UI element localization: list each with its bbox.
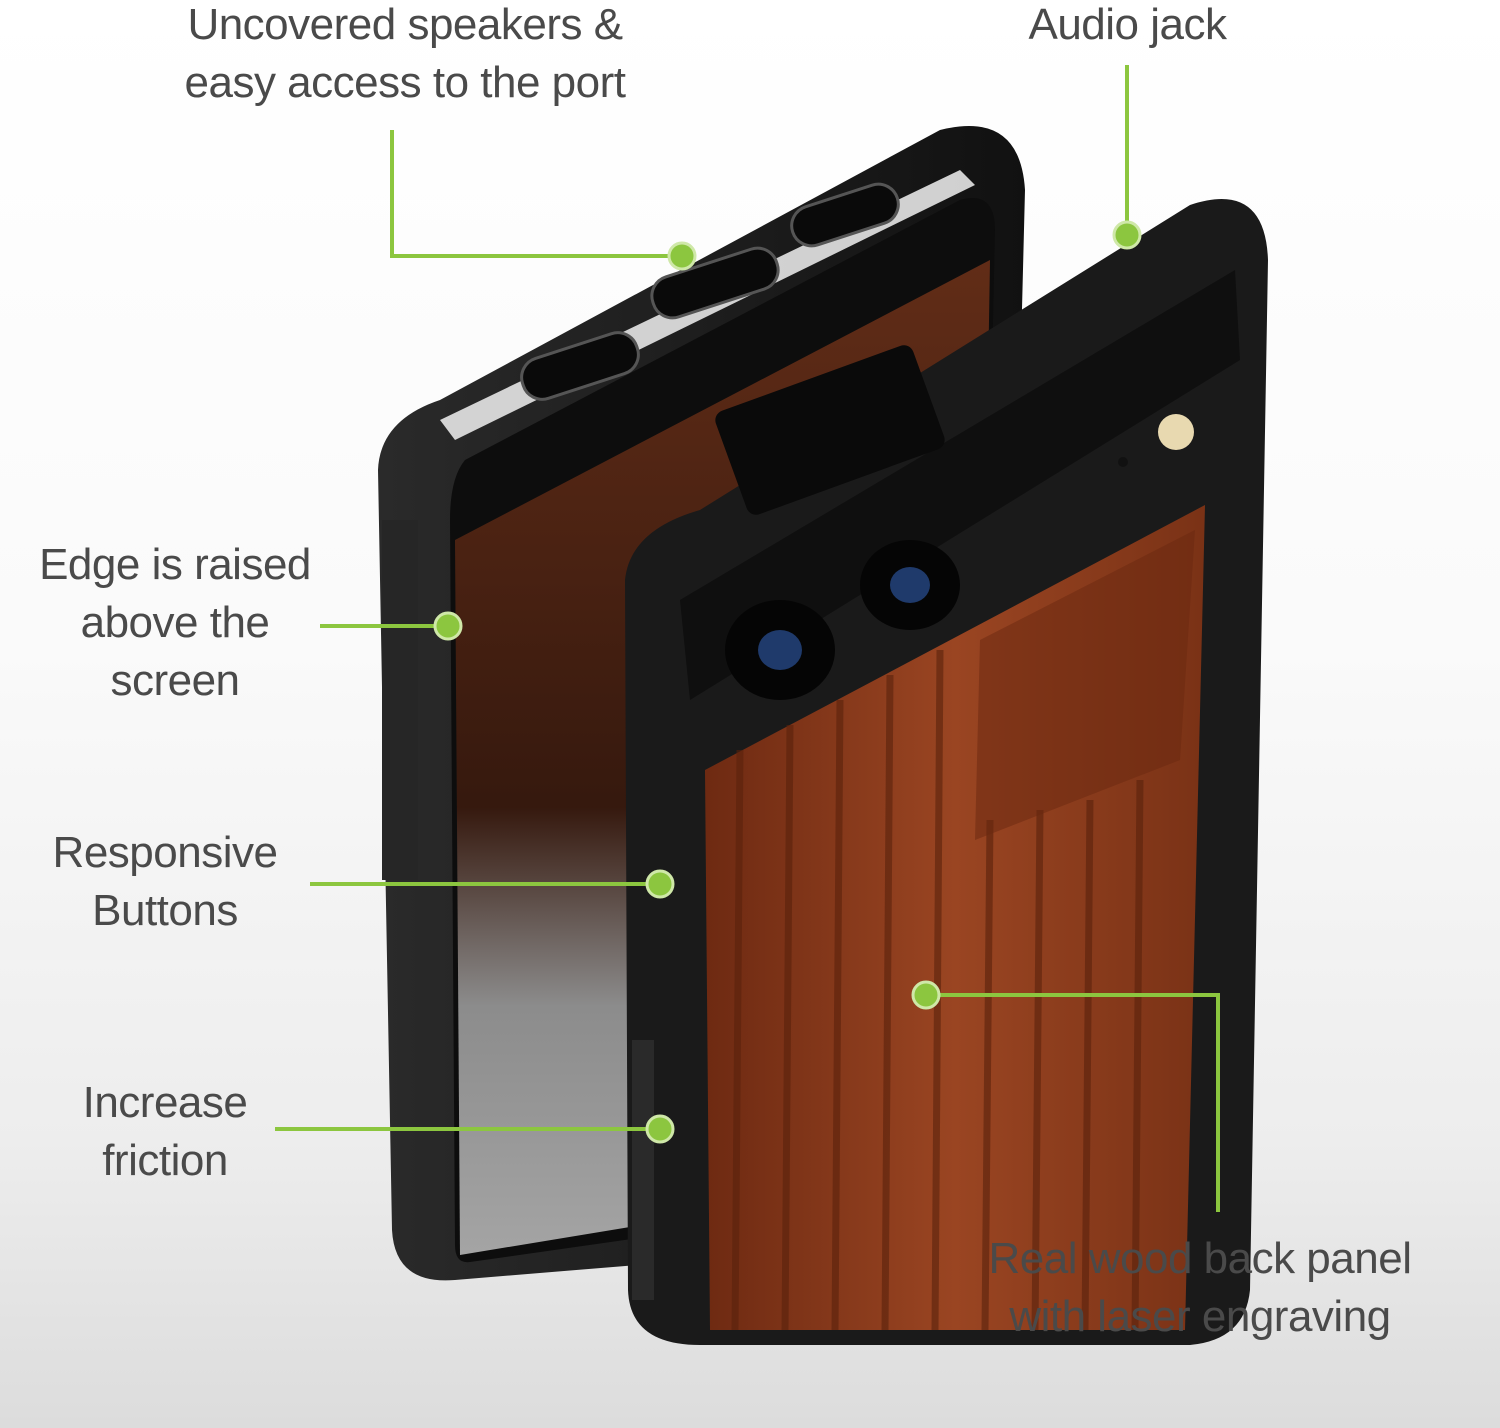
callout-wood-line2: with laser engraving — [1009, 1292, 1391, 1341]
callout-audio-jack-line1: Audio jack — [1028, 0, 1227, 49]
callout-dot-friction — [645, 1114, 675, 1144]
callout-speakers-line1: Uncovered speakers & — [187, 0, 623, 49]
grip-texture — [632, 1040, 654, 1300]
callout-buttons-line1: Responsive — [52, 828, 278, 877]
engraved-stars — [975, 530, 1195, 840]
callout-buttons-line2: Buttons — [92, 886, 238, 935]
callout-edge-label: Edge is raised above the screen — [20, 536, 330, 710]
callout-speakers-line2: easy access to the port — [184, 58, 626, 107]
speaker-cutouts — [520, 182, 900, 401]
callout-buttons-label: Responsive Buttons — [30, 824, 300, 940]
callout-friction-label: Increase friction — [50, 1074, 280, 1190]
flash — [1158, 414, 1194, 450]
callout-edge-line1: Edge is raised — [39, 540, 311, 589]
camera-bar — [680, 270, 1240, 700]
phone-back-view — [625, 199, 1268, 1346]
engraved-stripes — [731, 649, 1144, 1331]
callout-dot-audio-jack — [1112, 220, 1142, 250]
callout-dot-buttons — [645, 869, 675, 899]
callout-dot-wood — [911, 980, 941, 1010]
callout-dots — [433, 220, 1142, 1144]
callout-friction-line2: friction — [102, 1136, 228, 1185]
callout-speakers-label: Uncovered speakers & easy access to the … — [150, 0, 660, 112]
callout-edge-line3: screen — [110, 656, 240, 705]
callout-lines — [275, 65, 1220, 1212]
callout-audio-jack-label: Audio jack — [990, 0, 1265, 54]
callout-wood-line1: Real wood back panel — [988, 1234, 1412, 1283]
callout-edge-line2: above the — [80, 598, 270, 647]
callout-dot-edge — [433, 611, 463, 641]
callout-dot-speakers — [667, 241, 697, 271]
grip-texture — [382, 520, 418, 880]
callout-friction-line1: Increase — [82, 1078, 248, 1127]
callout-wood-label: Real wood back panel with laser engravin… — [960, 1230, 1440, 1346]
